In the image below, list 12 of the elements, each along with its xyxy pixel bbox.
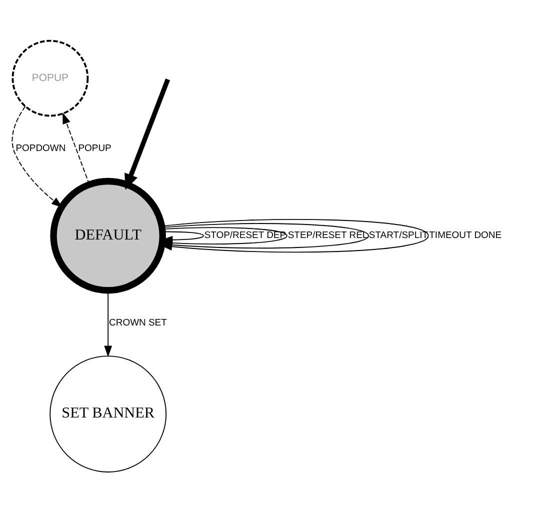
arrow [62, 112, 90, 184]
arrow [124, 78, 170, 190]
edge-label: STEP/RESET REL [288, 230, 368, 241]
edge-label: STOP/RESET DEP [204, 230, 286, 241]
edge-label: CROWN SET [109, 316, 167, 328]
edge-label: TIMEOUT DONE [429, 230, 502, 241]
edge-label: START/SPLIT [368, 230, 428, 241]
arrow [12, 105, 63, 208]
node-circle: POPUP [12, 39, 89, 116]
edge-label: POPDOWN [16, 142, 66, 154]
edge-label: POPUP [78, 142, 112, 154]
node-circle: SET BANNER [50, 355, 167, 472]
